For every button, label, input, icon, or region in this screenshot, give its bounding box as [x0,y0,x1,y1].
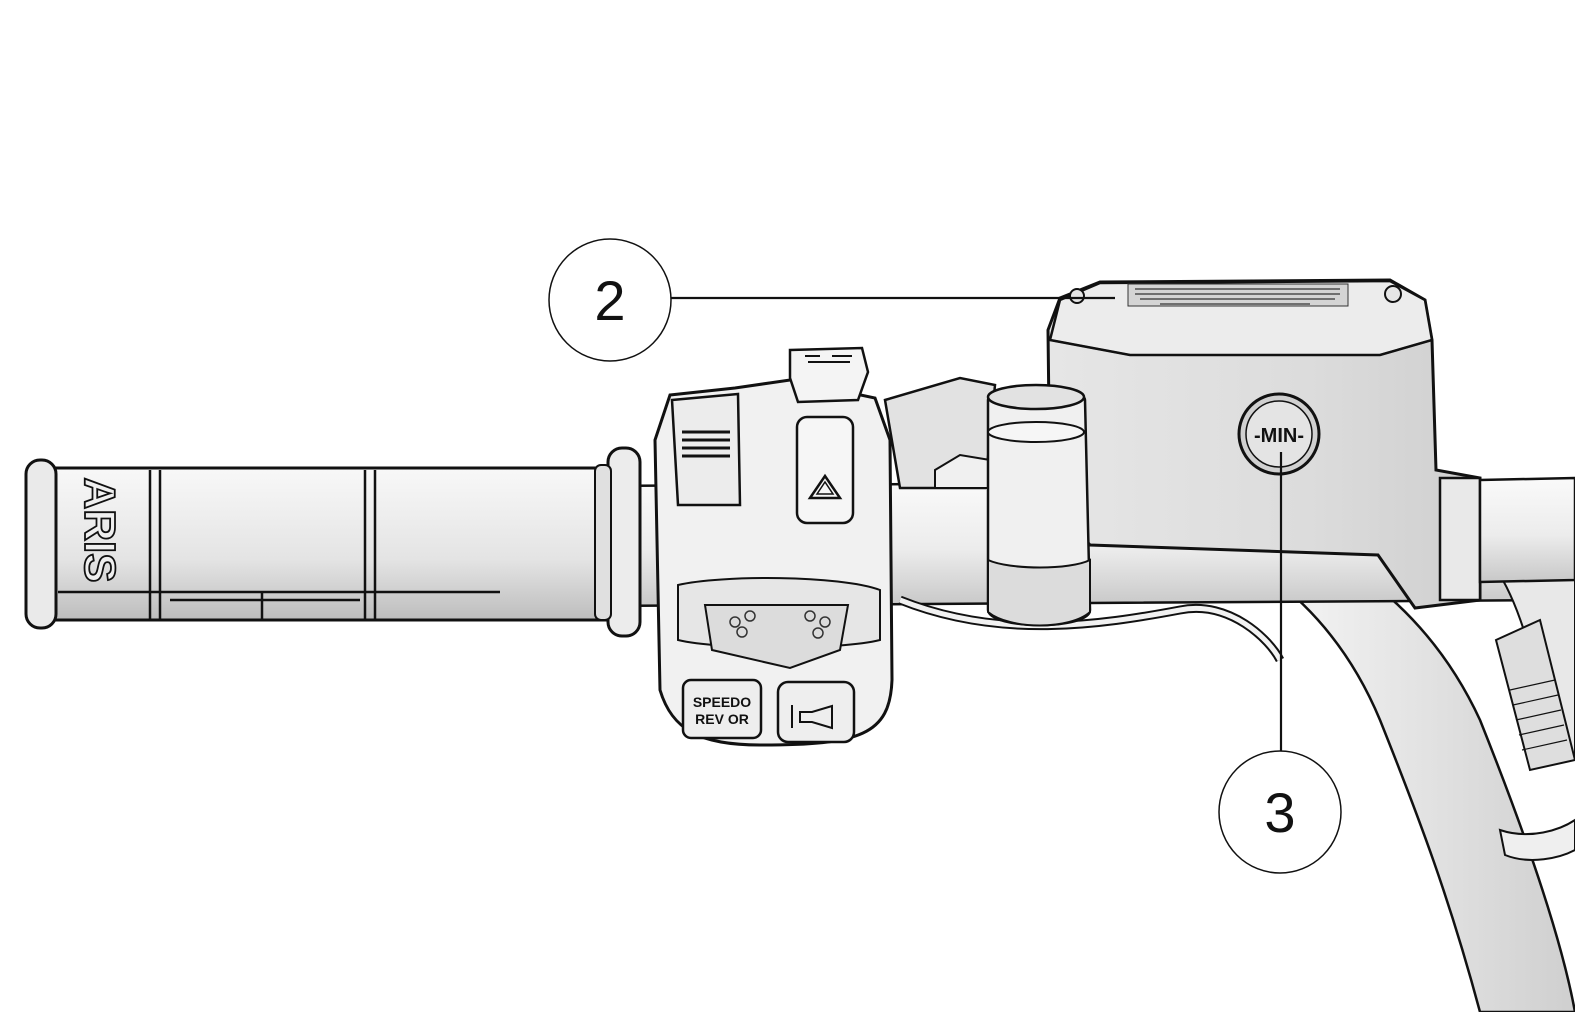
callout-3: 3 [1218,750,1342,874]
handlebar-tube-right [1478,476,1575,584]
brake-hose [1488,559,1575,861]
handlebar-grip: ARIS [24,446,642,638]
callout-3-label: 3 [1264,781,1295,844]
callout-2-label: 2 [594,269,625,332]
cable [898,595,1285,663]
speedo-button-label-2: REV OR [695,711,749,727]
left-switch-housing: SPEEDO REV OR [653,346,894,747]
speedo-button-label-1: SPEEDO [693,694,751,710]
brake-fluid-reservoir: -MIN- [1046,278,1482,610]
hazard-triangle-icon [807,473,843,500]
callout-leaders [671,296,1283,752]
callout-2: 2 [548,238,672,362]
throttle-sleeve [986,383,1092,627]
grip-brand-text: ARIS [75,477,124,582]
mirror-bracket [883,376,997,490]
reservoir-min-mark: -MIN- [1254,425,1304,447]
horn-icon [791,704,833,730]
